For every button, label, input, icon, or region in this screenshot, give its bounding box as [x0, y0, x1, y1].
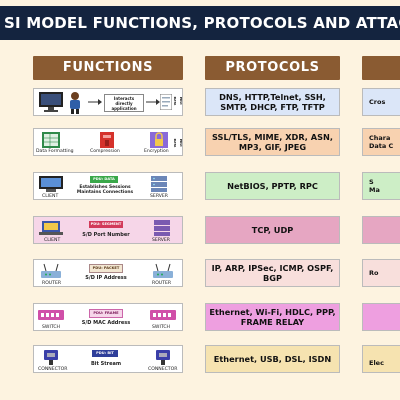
protocol-session: NetBIOS, PPTP, RPC [205, 172, 340, 200]
pdu-tag: PDU: FRAME [89, 309, 123, 318]
laptop-icon [39, 221, 63, 235]
protocol-application: DNS, HTTP,Telnet, SSH, SMTP, DHCP, FTP, … [205, 88, 340, 116]
server-icon [154, 220, 170, 236]
data-formatting-label: Data Formatting [36, 149, 74, 154]
monitor-icon [39, 92, 63, 112]
function-physical: CONNECTOR PDU: BIT Bit Stream CONNECTOR [33, 345, 183, 373]
function-label: Bit Stream [90, 361, 122, 367]
window-icon [160, 94, 172, 110]
router-icon [153, 263, 173, 278]
pdu-tag: PDU: SEGMENT [89, 221, 123, 228]
function-label: Interacts directly application [104, 94, 144, 112]
function-presentation: Data Formatting Compression Encryption P… [33, 128, 183, 156]
lock-icon [150, 132, 168, 148]
arrow-right-icon [88, 99, 102, 105]
switch-icon [150, 310, 176, 320]
switch-icon [38, 310, 64, 320]
encryption-label: Encryption [144, 149, 169, 154]
function-application: Interacts directly application PDU: DATA [33, 88, 183, 116]
function-label: S/D Port Number [82, 232, 130, 238]
attack-network: Ro [362, 259, 400, 287]
function-label: Establishes Sessions Maintains Connectio… [76, 185, 134, 195]
protocol-datalink: Ethernet, Wi-Fi, HDLC, PPP, FRAME RELAY [205, 303, 340, 331]
router-label: ROUTER [152, 281, 172, 286]
connector-icon [44, 350, 58, 365]
function-label: S/D MAC Address [81, 320, 131, 326]
function-datalink: SWITCH PDU: FRAME S/D MAC Address SWITCH [33, 303, 183, 331]
attack-application: Cros [362, 88, 400, 116]
protocol-network: IP, ARP, IPSec, ICMP, OSPF, BGP [205, 259, 340, 287]
protocol-transport: TCP, UDP [205, 216, 340, 244]
pdu-tag: PDU: DATA [173, 96, 183, 106]
connector-label: CONNECTOR [148, 367, 178, 372]
function-transport: CLIENT PDU: SEGMENT S/D Port Number SERV… [33, 216, 183, 244]
server-label: SERVER [150, 194, 168, 199]
router-label: ROUTER [42, 281, 62, 286]
functions-header: FUNCTIONS [33, 56, 183, 80]
arrow-right-icon [146, 99, 160, 105]
spreadsheet-icon [42, 132, 60, 148]
page-title: SI MODEL FUNCTIONS, PROTOCOLS AND ATTACK… [0, 6, 400, 40]
protocol-physical: Ethernet, USB, DSL, ISDN [205, 345, 340, 373]
function-label: S/D IP Address [85, 275, 127, 281]
attack-session: S Ma [362, 172, 400, 200]
compression-label: Compression [90, 149, 120, 154]
function-network: ROUTER PDU: PACKET S/D IP Address ROUTER [33, 259, 183, 287]
pdu-tag: PDU: DATA [173, 138, 183, 148]
attack-physical: Elec [362, 345, 400, 373]
connector-label: CONNECTOR [38, 367, 68, 372]
computer-icon [39, 176, 63, 192]
function-session: CLIENT PDU: DATA Establishes Sessions Ma… [33, 172, 183, 200]
server-label: SERVER [152, 238, 170, 243]
client-label: CLIENT [42, 194, 59, 199]
attack-presentation: Chara Data C [362, 128, 400, 156]
protocol-presentation: SSL/TLS, MIME, XDR, ASN, MP3, GIF, JPEG [205, 128, 340, 156]
pdu-tag: PDU: PACKET [89, 264, 123, 273]
pdu-tag: PDU: BIT [92, 350, 118, 357]
switch-label: SWITCH [152, 325, 171, 330]
router-icon [41, 263, 61, 278]
protocols-header: PROTOCOLS [205, 56, 340, 80]
attack-datalink [362, 303, 400, 331]
pdu-tag: PDU: DATA [90, 176, 118, 183]
compression-icon [100, 132, 114, 148]
user-icon [70, 92, 80, 114]
server-icon [151, 176, 167, 192]
client-label: CLIENT [44, 238, 61, 243]
attacks-header [362, 56, 400, 80]
switch-label: SWITCH [42, 325, 61, 330]
attack-transport [362, 216, 400, 244]
connector-icon [156, 350, 170, 365]
